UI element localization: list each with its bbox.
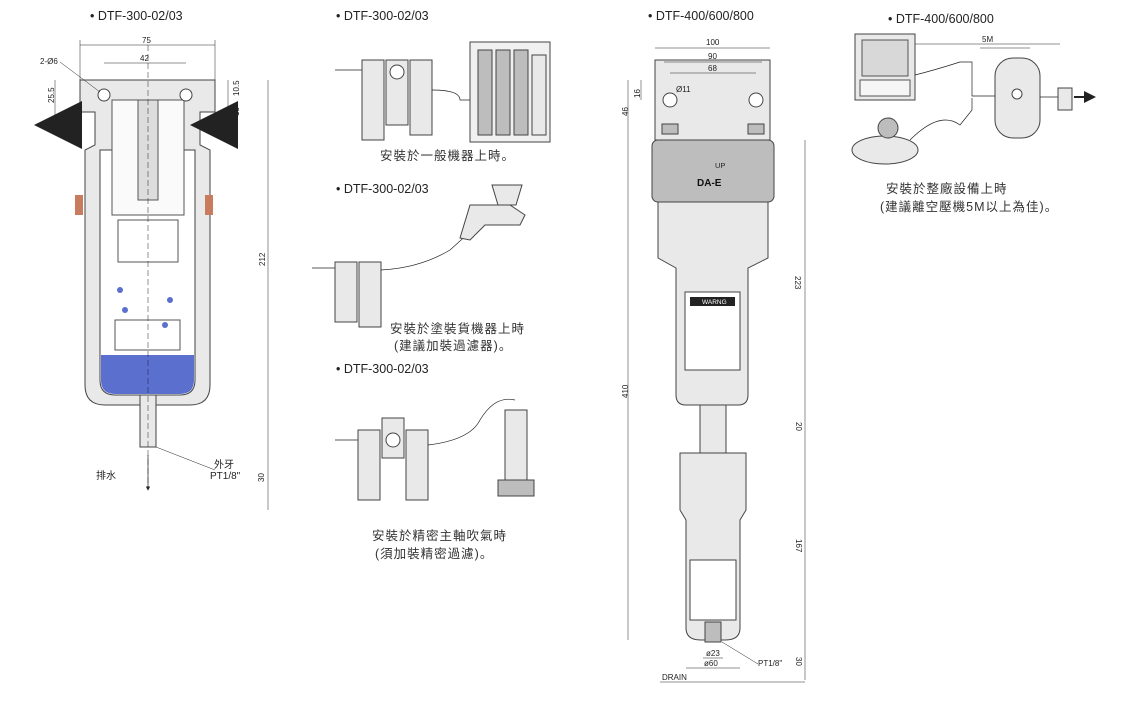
label-up: UP <box>715 161 725 170</box>
dim-5m: 5M <box>982 35 993 44</box>
title-paint-machine: • DTF-300-02/03 <box>336 182 429 196</box>
dtf300-cutaway-drawing <box>34 45 238 490</box>
caption-spindle-2: (須加裝精密過濾)。 <box>375 547 494 561</box>
dtf400-drawing <box>651 59 775 643</box>
label-thread-b: PT1/8" <box>210 471 241 482</box>
dim-100: 100 <box>706 38 720 47</box>
dim-16: 16 <box>633 89 642 98</box>
caption-factory-1: 安裝於整廠設備上時 <box>886 182 1008 196</box>
label-thread-a: 外牙 <box>214 460 234 471</box>
dim-d23: ø23 <box>706 649 720 658</box>
dim-68: 68 <box>708 64 717 73</box>
title-spindle: • DTF-300-02/03 <box>336 362 429 376</box>
dim-90: 90 <box>708 52 717 61</box>
caption-paint-1: 安裝於塗裝貨機器上時 <box>390 322 526 336</box>
brand-label: DA-E <box>697 178 722 189</box>
title-right-section: • DTF-400/600/800 <box>648 9 754 23</box>
dim-212: 212 <box>258 252 267 266</box>
dim-30-right: 30 <box>794 657 803 666</box>
caption-factory-2: (建議離空壓機5M以上為佳)。 <box>880 200 1059 214</box>
dim-167: 167 <box>794 539 803 553</box>
water-level <box>101 355 194 394</box>
dim-d60: ø60 <box>704 659 718 668</box>
dim-15: 15 <box>232 107 241 116</box>
dim-holes: 2-Ø6 <box>40 57 58 66</box>
dim-pt18: PT1/8" <box>758 659 782 668</box>
dim-42: 42 <box>140 54 149 63</box>
caption-paint-2: (建議加裝過濾器)。 <box>394 339 513 353</box>
dim-75: 75 <box>142 36 151 45</box>
dim-10-5: 10.5 <box>232 80 241 96</box>
caption-spindle-1: 安裝於精密主軸吹氣時 <box>372 529 508 543</box>
caption-general-machine: 安裝於一般機器上時。 <box>380 149 516 163</box>
dim-25-5: 25.5 <box>47 87 56 103</box>
label-drain-left: 排水 <box>96 471 116 482</box>
label-drain: DRAIN <box>662 673 687 682</box>
title-left-section: • DTF-300-02/03 <box>90 9 183 23</box>
dim-46: 46 <box>621 107 630 116</box>
title-factory: • DTF-400/600/800 <box>888 12 994 26</box>
title-general-machine: • DTF-300-02/03 <box>336 9 429 23</box>
paint-machine-drawing <box>312 184 526 328</box>
dim-30: 30 <box>257 473 266 482</box>
dim-410: 410 <box>621 384 630 398</box>
general-machine-drawing <box>335 41 551 143</box>
warning-label: WARNG <box>702 299 727 306</box>
spindle-drawing <box>335 398 535 501</box>
dim-hole: Ø11 <box>676 85 691 94</box>
dim-223: 223 <box>793 276 802 290</box>
factory-schematic-drawing <box>851 33 1096 165</box>
dim-20: 20 <box>794 422 803 431</box>
